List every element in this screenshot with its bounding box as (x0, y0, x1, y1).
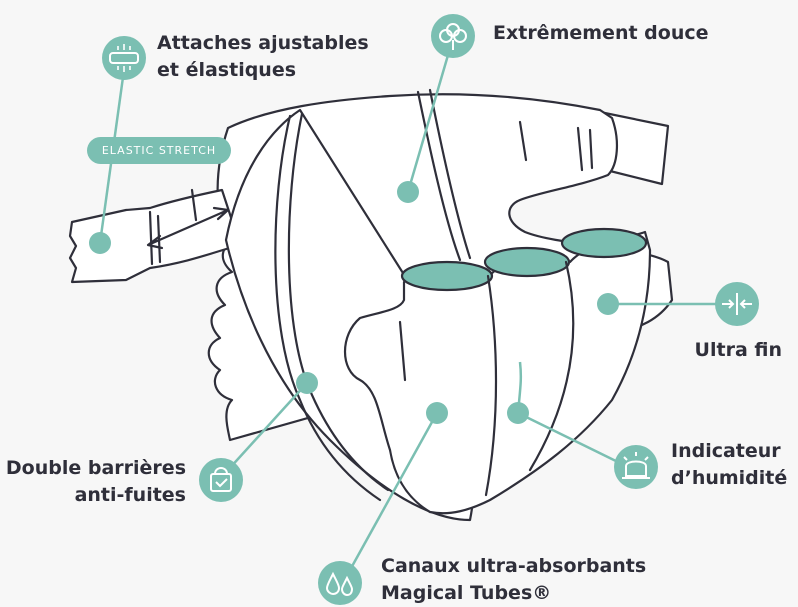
connector-wetness-2 (517, 411, 623, 466)
dot-channels (426, 402, 448, 424)
dot-barriers (296, 372, 318, 394)
dot-wetness (507, 402, 529, 424)
callout-dots (89, 181, 619, 424)
label-channels-line1: Canaux ultra-absorbants (381, 555, 647, 577)
elastic-stretch-badge: Elastic stretch (87, 137, 231, 164)
channel-opening-3 (560, 227, 648, 259)
label-barriers-line2: anti-fuites (74, 484, 186, 506)
tube-divider (528, 260, 575, 472)
label-soft: Extrêmement douce (493, 20, 709, 47)
thin-arrows-icon (715, 282, 759, 326)
label-barriers: Double barrières anti-fuites (0, 455, 186, 509)
label-wetness: Indicateur d’humidité (671, 438, 787, 492)
label-adjustable-tabs: Attaches ajustables et élastiques (157, 30, 369, 84)
shield-bag-icon (199, 458, 243, 502)
icon-badges (102, 14, 759, 605)
center-line-2 (428, 88, 472, 260)
callout-lines (98, 37, 716, 571)
connector-channels (348, 412, 439, 571)
barrier-line-outer (274, 114, 382, 502)
label-wetness-line1: Indicateur (671, 440, 781, 462)
dot-thin (597, 293, 619, 315)
dot-soft (397, 181, 419, 203)
barrier-line-inner (287, 112, 390, 492)
alarm-light-icon (614, 445, 658, 489)
tube-divider (484, 274, 498, 497)
fold-detail (576, 126, 594, 172)
label-thin-line1: Ultra fin (694, 339, 782, 361)
fastener-icon (102, 36, 146, 80)
channel-opening-1 (400, 260, 494, 292)
center-line-1 (416, 90, 462, 262)
cotton-flower-icon (431, 14, 475, 58)
label-adjustable-line2: et élastiques (157, 59, 297, 81)
channel-opening-2 (483, 246, 571, 278)
connector-barriers (227, 382, 308, 471)
droplets-icon (318, 561, 362, 605)
stretch-arrow (146, 206, 230, 250)
fold-detail (398, 320, 407, 382)
label-thin: Ultra fin (660, 337, 782, 364)
dot-adjustable (89, 232, 111, 254)
label-channels-line2: Magical Tubes® (381, 582, 552, 604)
label-wetness-line2: d’humidité (671, 467, 788, 489)
label-soft-line1: Extrêmement douce (493, 22, 709, 44)
diaper-illustration (68, 88, 674, 522)
label-adjustable-line1: Attaches ajustables (157, 32, 369, 54)
label-channels: Canaux ultra-absorbants Magical Tubes® (381, 553, 646, 607)
fold-detail (190, 120, 528, 222)
connector-soft (406, 37, 455, 193)
label-barriers-line1: Double barrières (5, 457, 186, 479)
